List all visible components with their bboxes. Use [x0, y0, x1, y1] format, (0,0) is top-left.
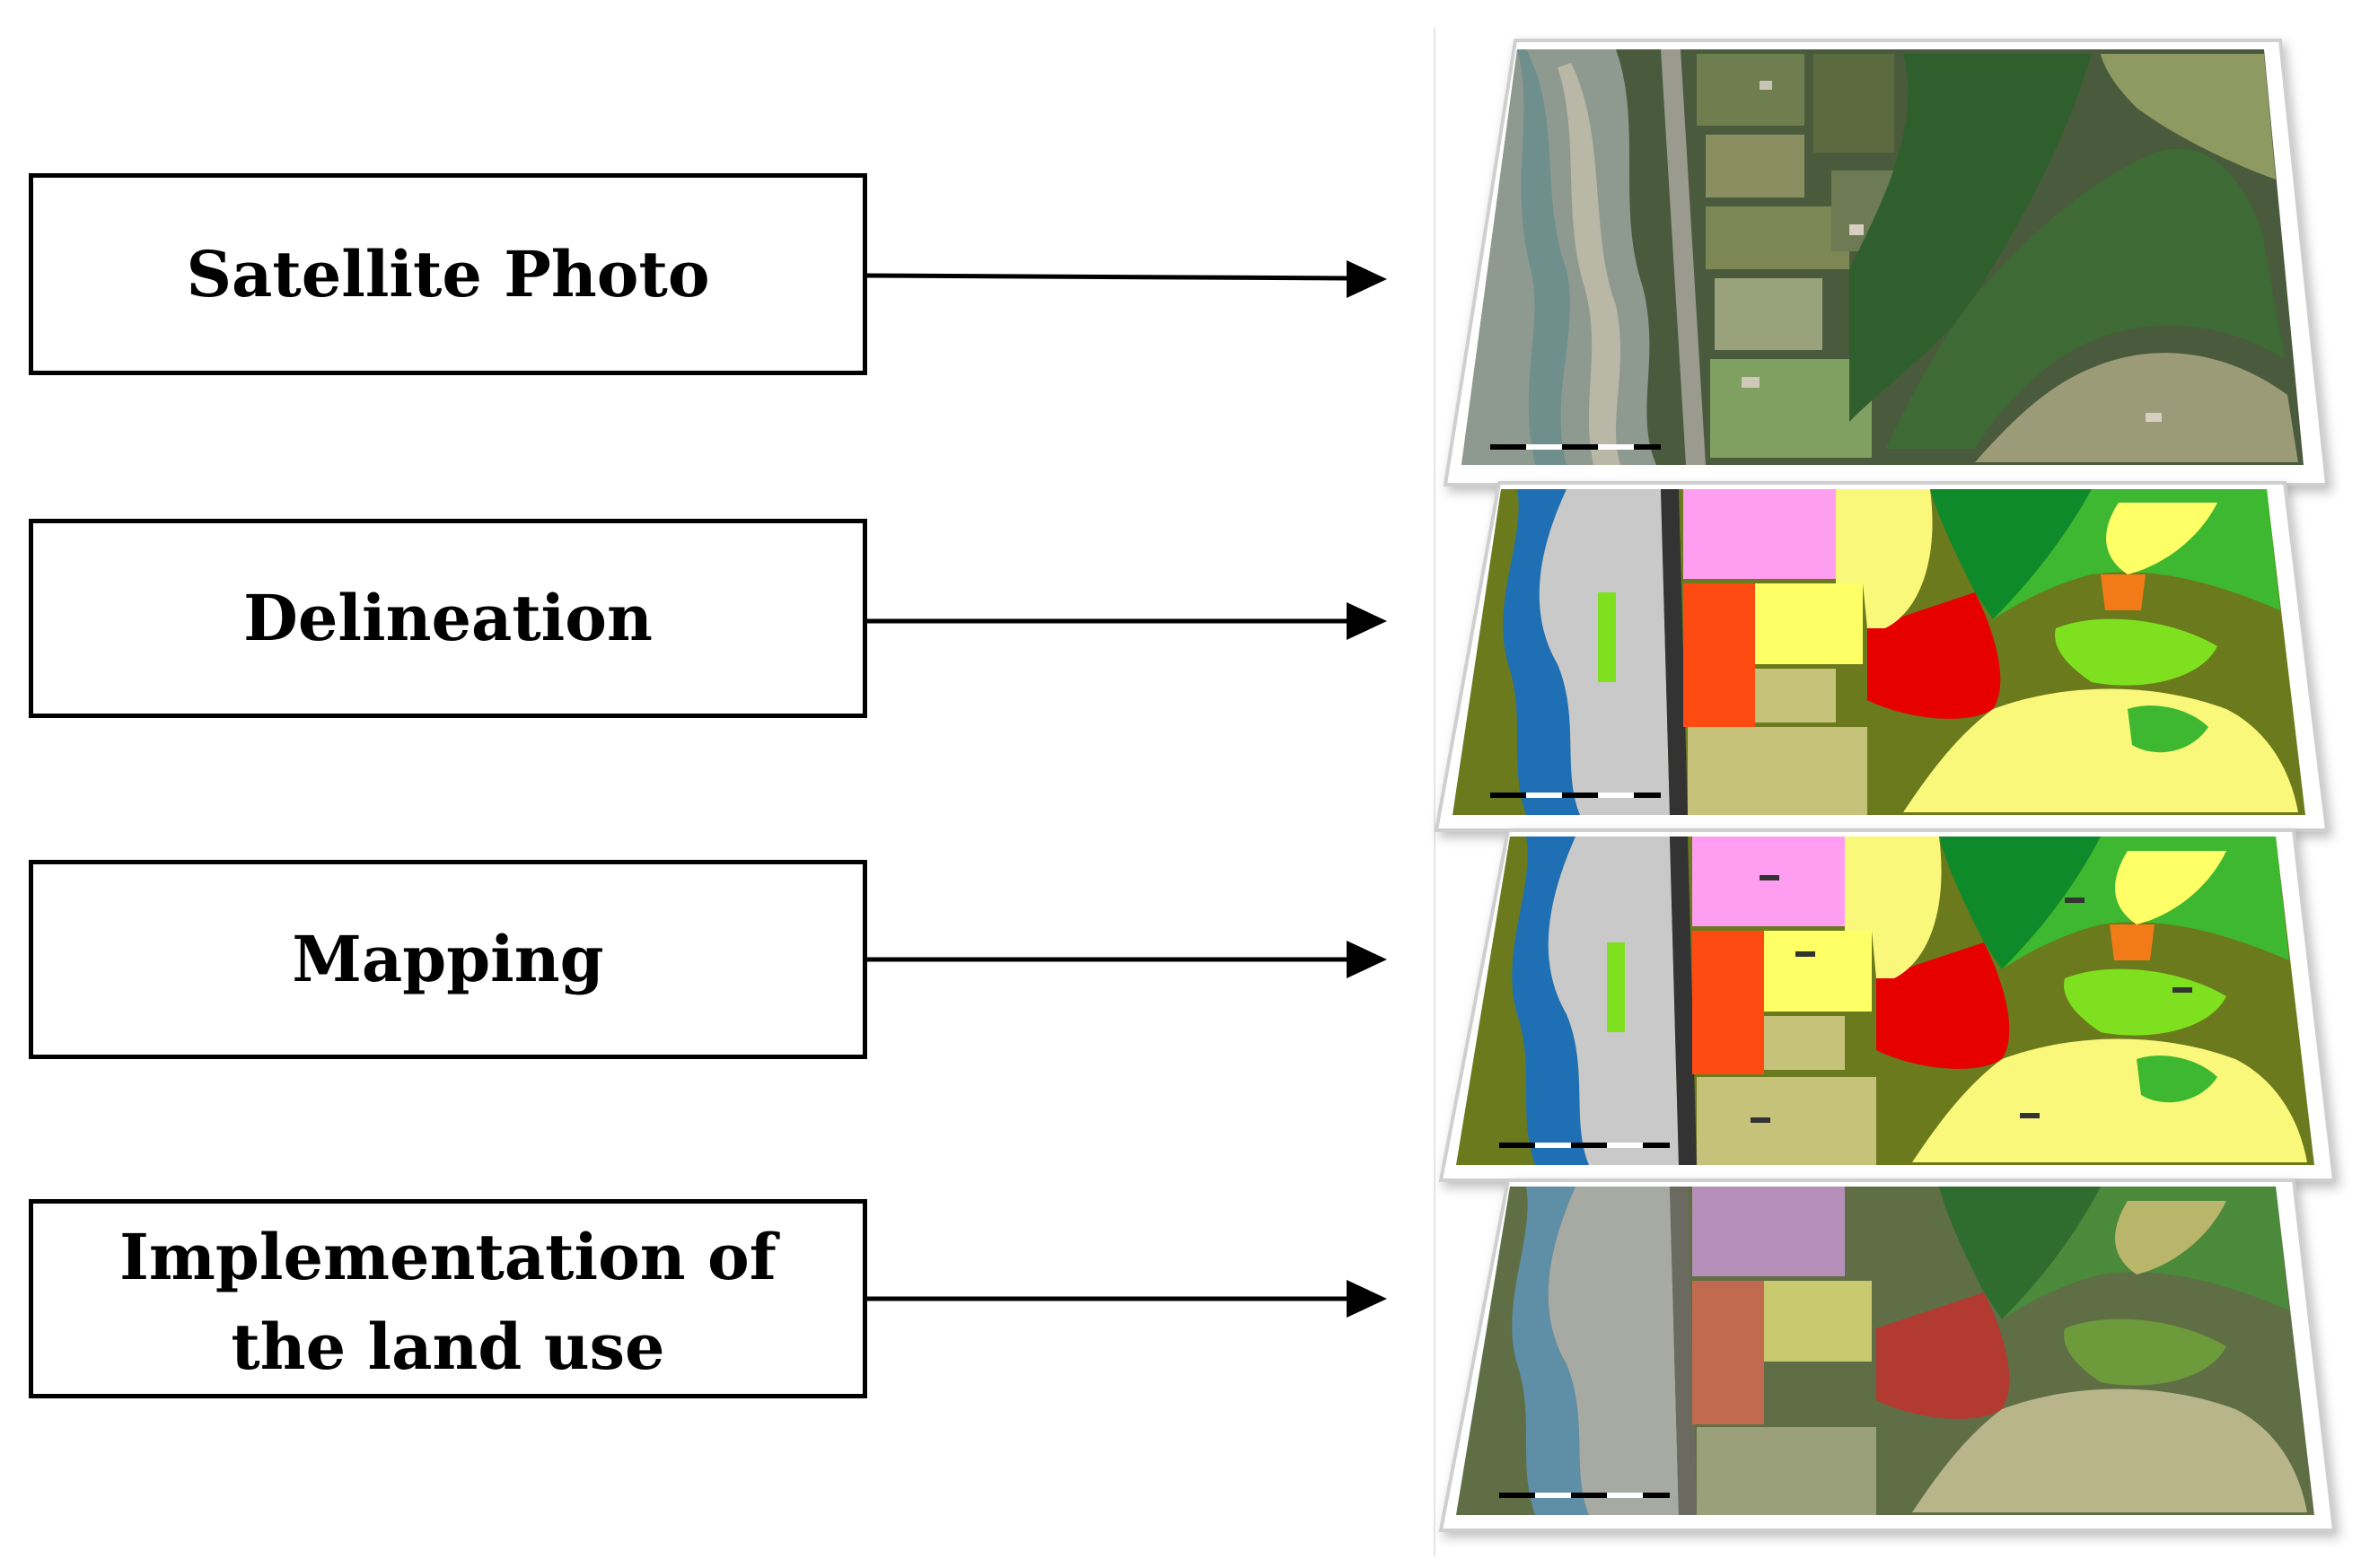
- layer-delineation: [1434, 481, 2330, 832]
- layer-mapping: [1438, 828, 2337, 1182]
- step-box-delineation: Delineation: [29, 519, 867, 718]
- step-label-delineation: Delineation: [243, 581, 653, 655]
- layer-satellite-photo: [1443, 39, 2330, 486]
- step-box-satellite-photo: Satellite Photo: [29, 173, 867, 375]
- step-box-mapping: Mapping: [29, 860, 867, 1059]
- arrow-mapping: [867, 941, 1387, 978]
- layer-implementation: [1438, 1178, 2337, 1532]
- step-label-satellite-photo: Satellite Photo: [186, 236, 710, 311]
- step-label-implementation: Implementation of the land use: [119, 1220, 777, 1384]
- step-box-implementation: Implementation of the land use: [29, 1199, 867, 1398]
- arrow-satellite-photo: [866, 260, 1387, 298]
- arrow-implementation: [867, 1280, 1387, 1318]
- step-label-mapping: Mapping: [292, 922, 604, 996]
- arrow-delineation: [867, 602, 1387, 640]
